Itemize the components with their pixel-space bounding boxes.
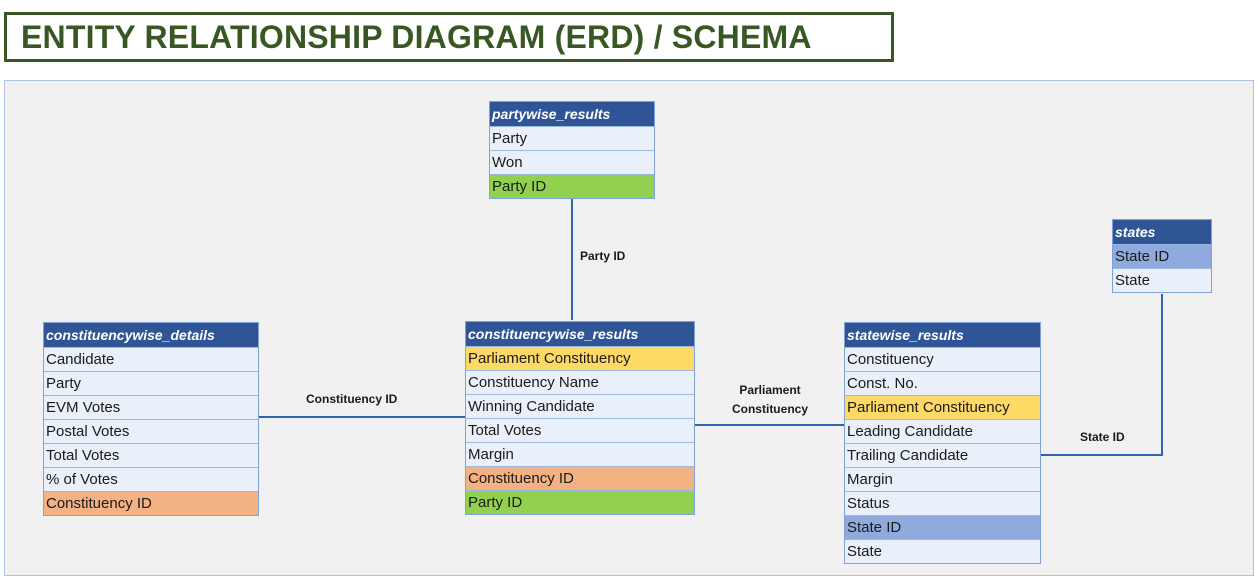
field-percent-of-votes: % of Votes — [44, 467, 258, 491]
table-header: constituencywise_results — [466, 322, 694, 346]
field-constituency-id: Constituency ID — [466, 466, 694, 490]
state-id-relationship-label: State ID — [1080, 430, 1125, 444]
page-title: ENTITY RELATIONSHIP DIAGRAM (ERD) / SCHE… — [21, 18, 812, 55]
states-table: states State ID State — [1112, 219, 1212, 293]
party-id-connector — [571, 197, 573, 320]
field-party-id: Party ID — [466, 490, 694, 514]
table-header: statewise_results — [845, 323, 1040, 347]
parliament-constituency-connector — [694, 424, 845, 426]
field-margin: Margin — [466, 442, 694, 466]
field-trailing-candidate: Trailing Candidate — [845, 443, 1040, 467]
parliament-label-line1: Parliament — [739, 383, 801, 397]
statewise-results-table: statewise_results Constituency Const. No… — [844, 322, 1041, 564]
field-total-votes: Total Votes — [44, 443, 258, 467]
field-candidate: Candidate — [44, 347, 258, 371]
field-state-id: State ID — [1113, 244, 1211, 268]
table-header: partywise_results — [490, 102, 654, 126]
constituency-id-relationship-label: Constituency ID — [306, 392, 398, 406]
field-constituency: Constituency — [845, 347, 1040, 371]
field-margin: Margin — [845, 467, 1040, 491]
title-box: ENTITY RELATIONSHIP DIAGRAM (ERD) / SCHE… — [4, 12, 894, 62]
field-party: Party — [490, 126, 654, 150]
field-state: State — [1113, 268, 1211, 292]
field-leading-candidate: Leading Candidate — [845, 419, 1040, 443]
field-parliament-constituency: Parliament Constituency — [466, 346, 694, 370]
party-id-relationship-label: Party ID — [580, 249, 626, 263]
constituency-id-connector — [258, 416, 465, 418]
field-constituency-name: Constituency Name — [466, 370, 694, 394]
field-party: Party — [44, 371, 258, 395]
field-total-votes: Total Votes — [466, 418, 694, 442]
field-winning-candidate: Winning Candidate — [466, 394, 694, 418]
field-party-id: Party ID — [490, 174, 654, 198]
table-header: states — [1113, 220, 1211, 244]
constituencywise-results-table: constituencywise_results Parliament Cons… — [465, 321, 695, 515]
field-const-no: Const. No. — [845, 371, 1040, 395]
field-parliament-constituency: Parliament Constituency — [845, 395, 1040, 419]
field-evm-votes: EVM Votes — [44, 395, 258, 419]
parliament-constituency-relationship-label: Parliament Constituency — [722, 381, 818, 419]
parliament-label-line2: Constituency — [731, 402, 808, 416]
state-id-connector-horizontal — [1040, 454, 1163, 456]
field-state-id: State ID — [845, 515, 1040, 539]
field-constituency-id: Constituency ID — [44, 491, 258, 515]
field-postal-votes: Postal Votes — [44, 419, 258, 443]
partywise-results-table: partywise_results Party Won Party ID — [489, 101, 655, 199]
field-state: State — [845, 539, 1040, 563]
field-won: Won — [490, 150, 654, 174]
table-header: constituencywise_details — [44, 323, 258, 347]
state-id-connector-vertical — [1161, 294, 1163, 456]
field-status: Status — [845, 491, 1040, 515]
constituencywise-details-table: constituencywise_details Candidate Party… — [43, 322, 259, 516]
